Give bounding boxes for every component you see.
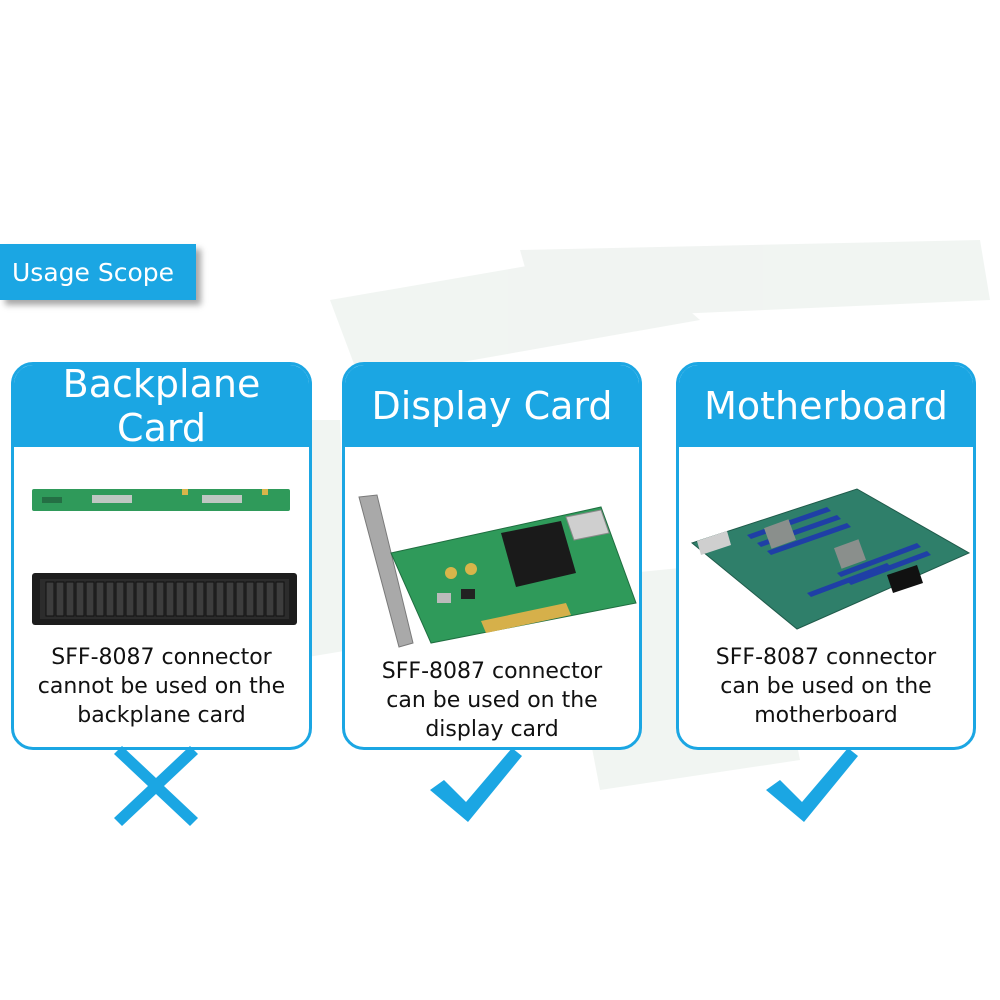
- backplane-card-title: Backplane Card: [62, 362, 261, 450]
- display-card-image: [358, 494, 637, 648]
- backplane-board-image: [32, 489, 290, 511]
- motherboard-card-panel: Motherboard SFF-8087 connector can be us…: [676, 362, 976, 750]
- motherboard-card-title: Motherboard: [704, 384, 948, 428]
- server-chassis-image: [32, 573, 297, 625]
- backplane-card-header: Backplane Card: [14, 362, 309, 450]
- display-card-panel: Display Card SFF-8087 connector can be u…: [342, 362, 642, 750]
- backplane-card-description: SFF-8087 connector cannot be used on the…: [37, 645, 286, 728]
- motherboard-card-header: Motherboard: [679, 365, 973, 447]
- cross-icon: [114, 746, 198, 826]
- motherboard-image: [690, 488, 971, 630]
- usage-scope-tag: Usage Scope: [0, 244, 196, 300]
- display-card-header: Display Card: [345, 365, 639, 447]
- motherboard-card-description: SFF-8087 connector can be used on the mo…: [715, 645, 937, 728]
- backplane-card-panel: Backplane Card SFF-8087 connector cannot…: [11, 362, 312, 750]
- display-card-title: Display Card: [371, 384, 613, 428]
- display-card-description: SFF-8087 connector can be used on the di…: [381, 659, 603, 742]
- check-icon: [766, 748, 858, 822]
- check-icon: [430, 748, 522, 822]
- usage-scope-label: Usage Scope: [12, 257, 174, 287]
